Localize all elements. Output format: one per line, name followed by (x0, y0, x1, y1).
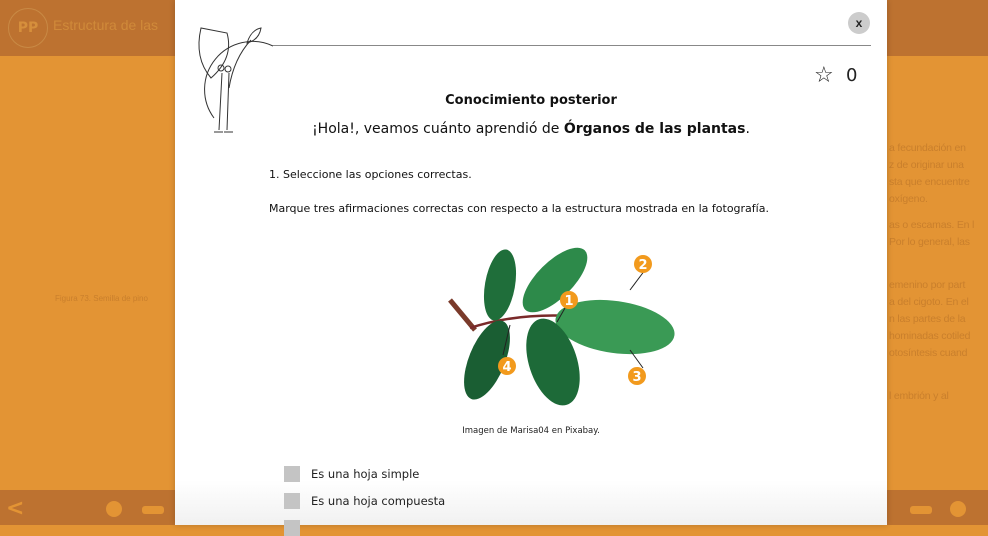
checkbox[interactable] (284, 466, 300, 482)
quiz-modal: x ☆ 0 Conocimiento posterior ¡Hola!, vea… (175, 0, 887, 536)
scroll-fade (175, 480, 887, 525)
option-3[interactable] (284, 520, 311, 536)
image-credit: Imagen de Marisa04 en Pixabay. (462, 426, 600, 436)
marker-4: 4 (502, 360, 511, 375)
nav-dot[interactable] (106, 501, 122, 517)
marker-2: 2 (638, 258, 647, 273)
chevron-left-icon[interactable]: < (6, 496, 25, 521)
divider (273, 45, 871, 46)
marker-3: 3 (632, 370, 641, 385)
quiz-subtitle: ¡Hola!, veamos cuánto aprendió de Órgano… (312, 121, 750, 137)
question-text: Marque tres afirmaciones correctas con r… (269, 202, 769, 215)
leaf-image: 1 2 3 4 (448, 247, 675, 406)
checkbox[interactable] (284, 520, 300, 536)
option-1[interactable]: Es una hoja simple (284, 466, 419, 482)
question-title: 1. Seleccione las opciones correctas. (269, 168, 472, 181)
marker-1: 1 (564, 294, 573, 309)
close-button[interactable]: x (848, 12, 870, 34)
nav-pill[interactable] (142, 506, 164, 514)
nav-pill[interactable] (910, 506, 932, 514)
plant-mascot-icon (198, 27, 274, 133)
option-2[interactable]: Es una hoja compuesta (284, 493, 445, 509)
nav-dot[interactable] (950, 501, 966, 517)
star-icon: ☆ (814, 63, 834, 88)
page-title: Estructura de las (53, 17, 159, 33)
quiz-heading: Conocimiento posterior (445, 93, 617, 108)
figure-caption: Figura 73. Semilla de pino (55, 294, 148, 303)
logo: PP (8, 8, 48, 48)
checkbox[interactable] (284, 493, 300, 509)
score: 0 (846, 65, 858, 86)
